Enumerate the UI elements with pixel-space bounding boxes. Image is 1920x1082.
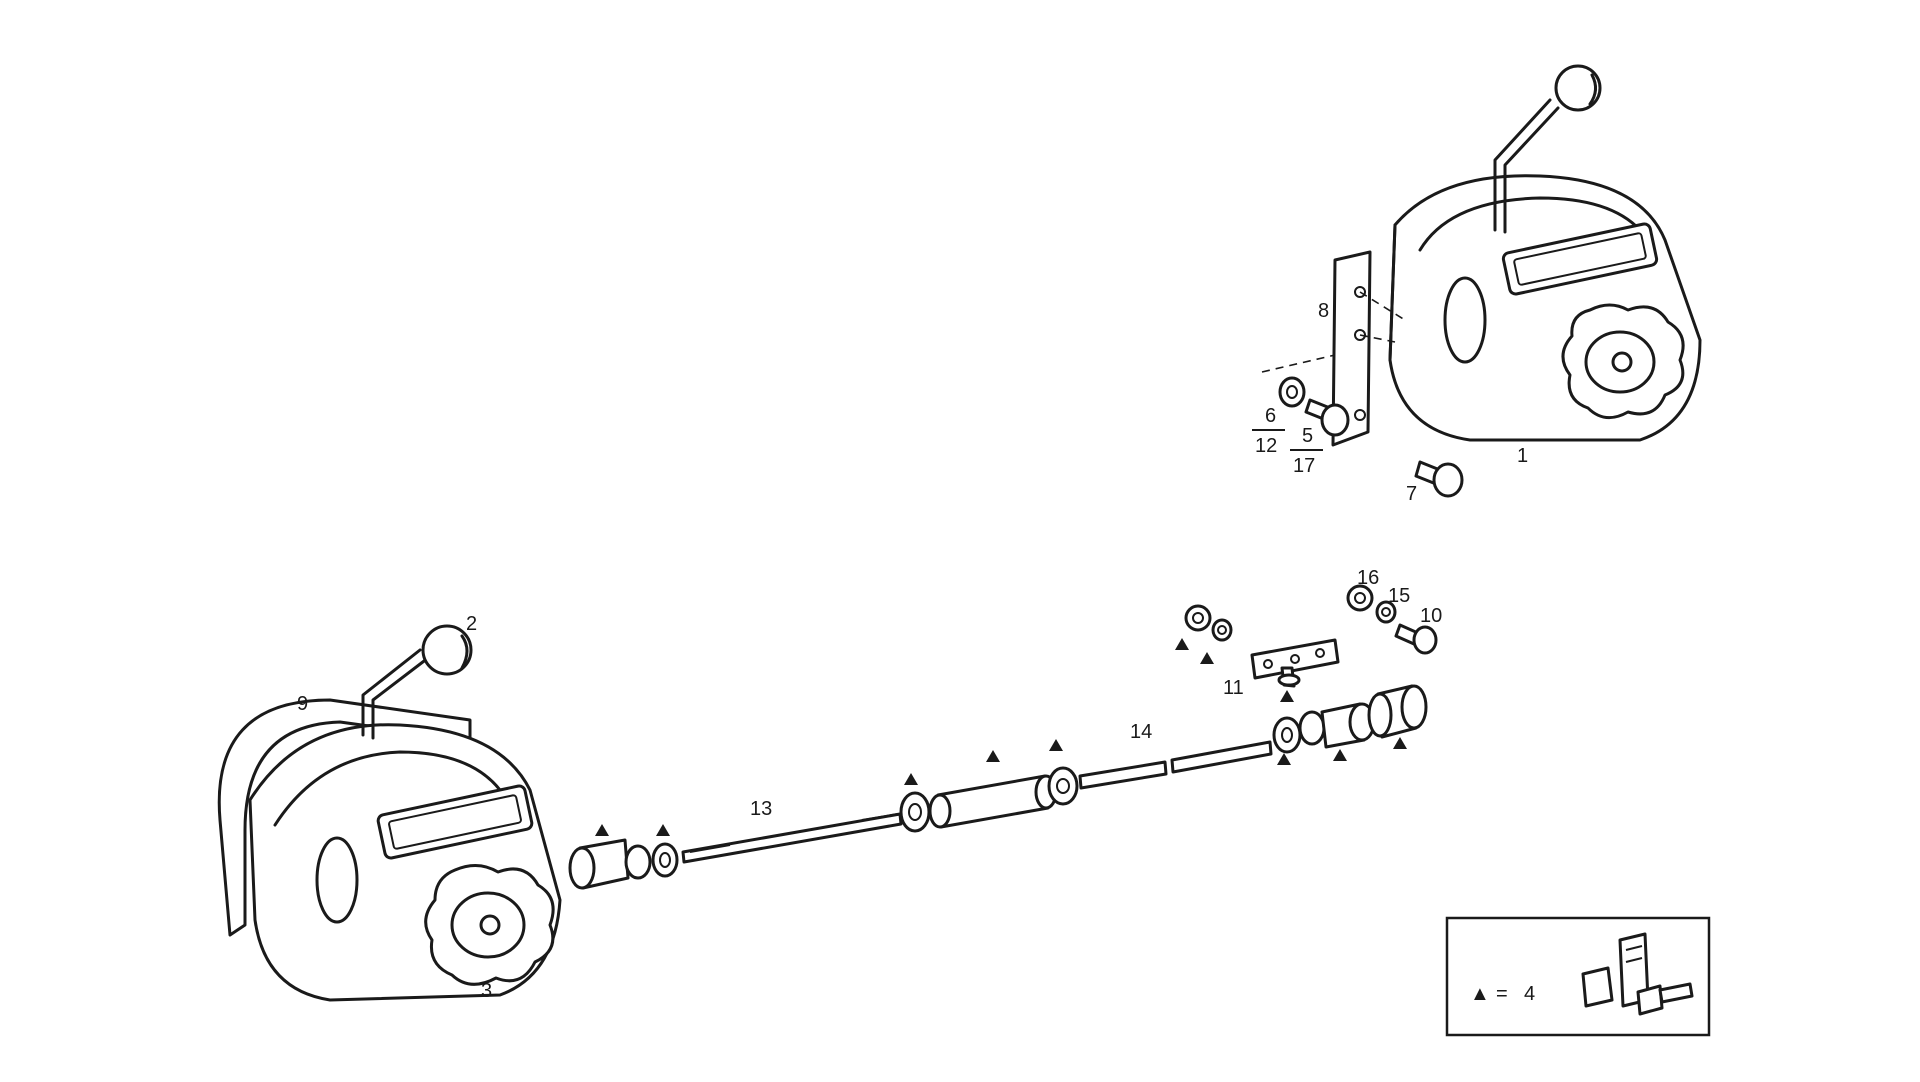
callout-3: 3 bbox=[481, 980, 492, 1002]
control-unit-right bbox=[1261, 64, 1702, 447]
bolt-5 bbox=[1304, 398, 1350, 437]
legend-symbol: ▲ bbox=[1470, 983, 1490, 1005]
nut-mid-1 bbox=[899, 791, 931, 833]
plate-11 bbox=[1250, 638, 1340, 688]
callout-16: 16 bbox=[1357, 567, 1379, 589]
nut-16 bbox=[1346, 584, 1374, 612]
callout-1: 1 bbox=[1517, 445, 1528, 467]
cap-right bbox=[1367, 684, 1428, 739]
callout-10: 10 bbox=[1420, 605, 1442, 627]
indicator-window-left bbox=[376, 784, 534, 860]
nut-mid-2 bbox=[1047, 766, 1079, 806]
rod-14 bbox=[1078, 740, 1273, 790]
mounting-bracket bbox=[1331, 250, 1372, 447]
rod-13 bbox=[681, 812, 903, 864]
control-unit-left bbox=[217, 624, 562, 1002]
kit-icon bbox=[1581, 932, 1694, 1016]
nut-washer-upper-left bbox=[1184, 604, 1233, 642]
indicator-window bbox=[1501, 222, 1659, 296]
connector-left bbox=[568, 838, 652, 890]
bolt-10 bbox=[1394, 623, 1438, 655]
callout-12: 12 bbox=[1255, 435, 1277, 457]
callout-5: 5 bbox=[1302, 425, 1313, 447]
callout-15: 15 bbox=[1388, 585, 1410, 607]
shift-lever-left bbox=[361, 648, 422, 737]
washer-6 bbox=[1278, 376, 1306, 408]
callout-9: 9 bbox=[297, 693, 308, 715]
shift-lever bbox=[1493, 98, 1552, 232]
bolt-7 bbox=[1414, 460, 1464, 498]
side-oval bbox=[1443, 276, 1487, 364]
callout-13: 13 bbox=[750, 798, 772, 820]
callout-11: 11 bbox=[1223, 677, 1244, 699]
legend-equals: = bbox=[1496, 983, 1508, 1005]
nut-left bbox=[651, 842, 679, 878]
triangle-markers bbox=[595, 638, 1407, 836]
sleeve-mid bbox=[928, 774, 1058, 829]
lever-knob-left bbox=[421, 624, 473, 676]
side-oval-left bbox=[315, 836, 359, 924]
callout-8: 8 bbox=[1318, 300, 1329, 322]
callout-6: 6 bbox=[1265, 405, 1276, 427]
washer-15 bbox=[1375, 600, 1397, 624]
callout-labels: 1 2 3 6 12 5 17 7 8 9 10 11 13 14 15 16 bbox=[297, 300, 1528, 1002]
callout-17: 17 bbox=[1293, 455, 1315, 477]
callout-2: 2 bbox=[466, 613, 477, 635]
legend-count: 4 bbox=[1524, 983, 1535, 1005]
callout-14: 14 bbox=[1130, 721, 1152, 743]
nut-right bbox=[1272, 716, 1302, 754]
lever-knob bbox=[1554, 64, 1602, 112]
callout-7: 7 bbox=[1406, 483, 1417, 505]
connector-right bbox=[1298, 702, 1376, 749]
legend-box: ▲ = 4 bbox=[1445, 916, 1711, 1037]
